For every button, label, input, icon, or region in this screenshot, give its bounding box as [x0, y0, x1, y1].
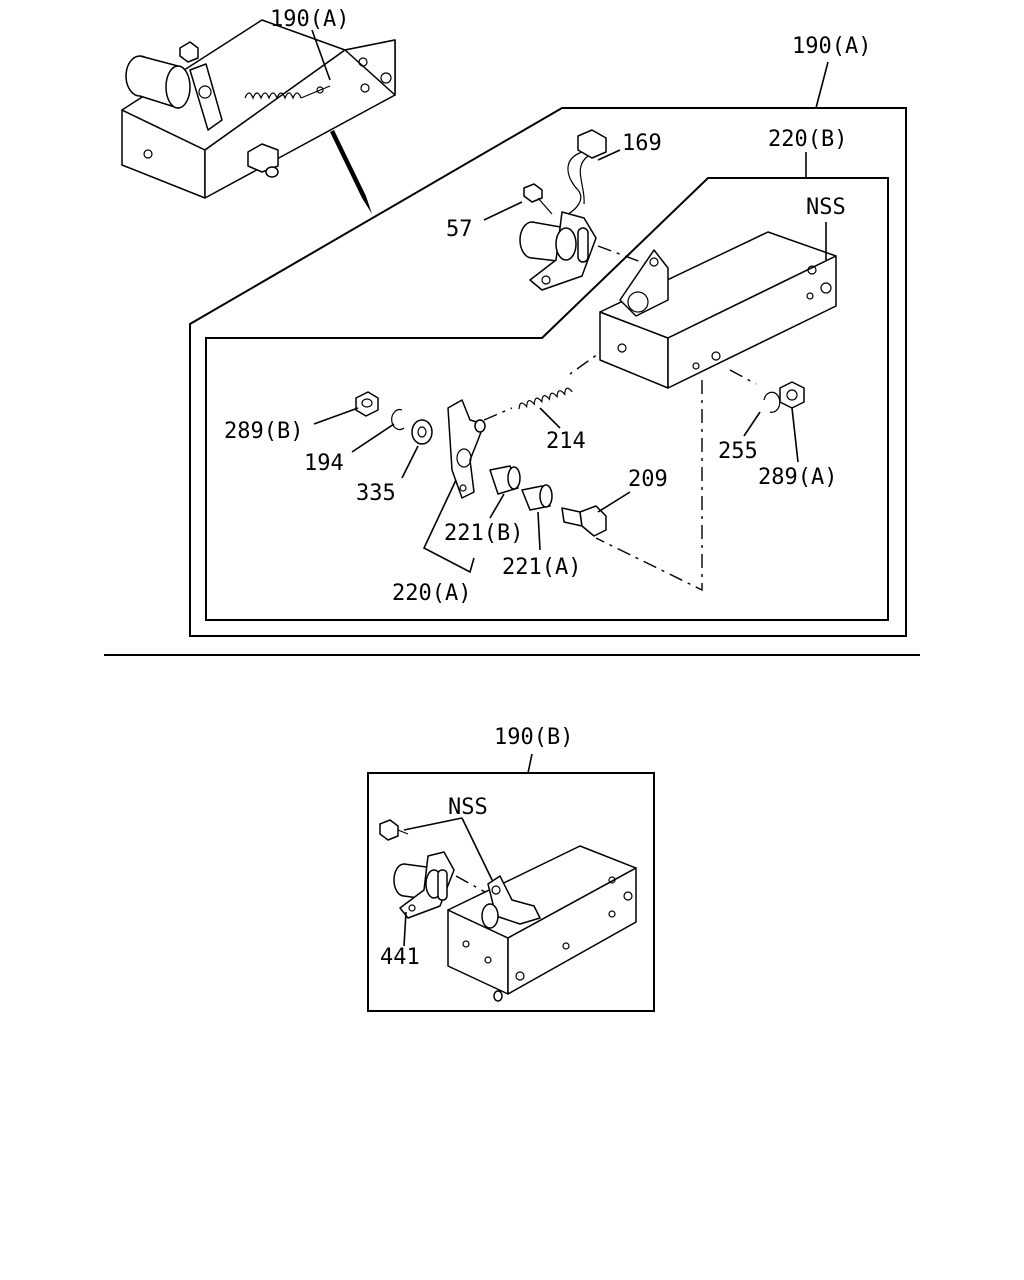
washer-label: 335 — [356, 481, 396, 506]
bracket-group-frame — [205, 177, 889, 621]
spring-illustration — [518, 387, 573, 410]
lower-group-leader — [527, 753, 533, 774]
bolt-label: 209 — [628, 467, 668, 492]
lower-nss-leader-1 — [403, 817, 463, 831]
screw-leader — [483, 201, 523, 221]
harness-connector-illustration — [519, 129, 607, 291]
align-line-6 — [729, 369, 757, 385]
sensor-label: 441 — [380, 945, 420, 970]
lower-assembly-illustration — [379, 819, 637, 1002]
lower-group-label: 190(B) — [494, 725, 573, 750]
spring-leader — [539, 407, 561, 429]
clip-label: 194 — [304, 451, 344, 476]
clip-illustration — [391, 408, 405, 431]
bolt-illustration — [561, 507, 583, 527]
washer-leader — [401, 445, 419, 479]
harness-label: 169 — [622, 131, 662, 156]
bracket-nss-label: NSS — [806, 195, 846, 220]
nut-a-label: 289(A) — [758, 465, 837, 490]
bolt-leader — [597, 491, 631, 513]
lower-nss-label: NSS — [448, 795, 488, 820]
nut-a-leader — [791, 407, 799, 463]
harness-leader — [597, 149, 621, 161]
bushing-a-label: 221(A) — [502, 555, 581, 580]
sensor-leader — [403, 911, 407, 947]
e-ring-leader — [743, 411, 761, 437]
align-line-5 — [483, 407, 513, 421]
top-assembly-illustration — [121, 19, 396, 214]
lower-group-frame — [367, 772, 655, 1012]
nut-b-label: 289(B) — [224, 419, 303, 444]
bushing-b-label: 221(B) — [444, 521, 523, 546]
align-line-3 — [595, 380, 703, 592]
align-line-1 — [597, 245, 653, 267]
lever-group-leader — [422, 479, 475, 574]
main-group-leader — [815, 61, 829, 109]
lever-group-label: 220(A) — [392, 581, 471, 606]
clip-leader — [351, 423, 395, 453]
e-ring-illustration — [763, 391, 781, 413]
nut-b-illustration — [355, 391, 379, 417]
washer-illustration — [411, 419, 433, 445]
nut-a-illustration — [779, 381, 805, 409]
top-assembly-leader — [311, 29, 331, 81]
main-group-label: 190(A) — [792, 34, 871, 59]
lower-nss-leader-2 — [461, 817, 495, 885]
screw-label: 57 — [446, 217, 473, 242]
main-group-frame — [189, 107, 907, 637]
spring-label: 214 — [546, 429, 586, 454]
bushing-a-leader — [537, 511, 541, 551]
e-ring-label: 255 — [718, 439, 758, 464]
bracket-group-label: 220(B) — [768, 127, 847, 152]
top-assembly-label: 190(A) — [270, 7, 349, 32]
nut-b-leader — [313, 407, 359, 425]
bracket-illustration — [599, 231, 837, 389]
bushing-b-leader — [489, 493, 505, 519]
